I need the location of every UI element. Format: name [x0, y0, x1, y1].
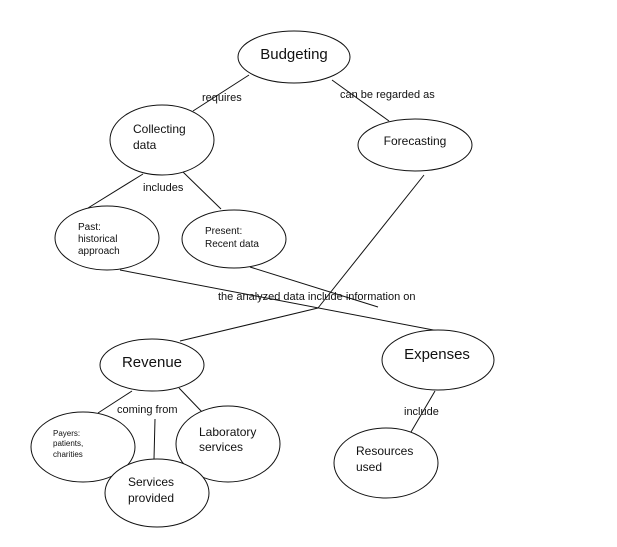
node-revenue-text: Revenue [122, 354, 182, 371]
node-present-line1: Present: [205, 226, 242, 237]
edge-revenue-payers [97, 390, 133, 414]
edge-label-can-be-regarded-as: can be regarded as [340, 89, 435, 101]
node-forecasting: Forecasting [357, 118, 473, 172]
node-budgeting: Budgeting [237, 30, 351, 84]
node-services: Services provided [104, 458, 210, 528]
edge-budgeting-forecasting [331, 79, 390, 122]
node-present: Present: Recent data [181, 209, 287, 269]
node-resources-line1: Resources [356, 444, 413, 458]
edge-expenses-resources [410, 390, 436, 433]
node-resources: Resources used [333, 427, 439, 499]
node-collecting-line2: data [133, 138, 157, 152]
node-revenue: Revenue [99, 338, 205, 392]
node-expenses: Expenses [381, 329, 495, 391]
node-collecting-data: Collecting data [109, 104, 215, 176]
node-laboratory: Laboratory services [175, 405, 281, 483]
edge-past-expenses [119, 269, 471, 338]
edge-label-requires: requires [202, 92, 242, 104]
edge-revenue-laboratory [178, 387, 204, 414]
node-payers-line1: Payers: [53, 429, 80, 438]
node-forecasting-text: Forecasting [384, 134, 447, 148]
edge-label-include: include [404, 406, 439, 418]
edge-budgeting-collecting [192, 74, 250, 112]
node-payers-line3: charities [53, 450, 83, 459]
node-past-line1: Past: [78, 222, 101, 233]
node-past-line3: approach [78, 246, 120, 257]
edge-forecasting-junction [317, 174, 425, 309]
edge-revenue-services [153, 418, 156, 460]
edge-label-coming-from: coming from [117, 404, 178, 416]
node-services-line1: Services [128, 475, 174, 489]
node-resources-line2: used [356, 460, 382, 474]
node-expenses-text: Expenses [404, 346, 470, 363]
node-laboratory-line1: Laboratory [199, 425, 256, 439]
node-laboratory-line2: services [199, 440, 243, 454]
node-present-line2: Recent data [205, 239, 259, 250]
edge-label-includes: includes [143, 182, 184, 194]
edge-collecting-past [87, 173, 144, 209]
node-payers: Payers: patients, charities [30, 411, 136, 483]
node-past: Past: historical approach [54, 205, 160, 271]
edge-junction-revenue [179, 307, 319, 342]
node-payers-line2: patients, [53, 439, 83, 448]
edge-collecting-present [182, 171, 222, 210]
node-past-line2: historical [78, 234, 117, 245]
edge-label-analyzed-data: the analyzed data include information on [218, 291, 416, 303]
node-budgeting-text: Budgeting [260, 46, 328, 63]
node-services-line2: provided [128, 491, 174, 505]
edge-present-expenses [249, 266, 379, 308]
node-collecting-line1: Collecting [133, 122, 186, 136]
